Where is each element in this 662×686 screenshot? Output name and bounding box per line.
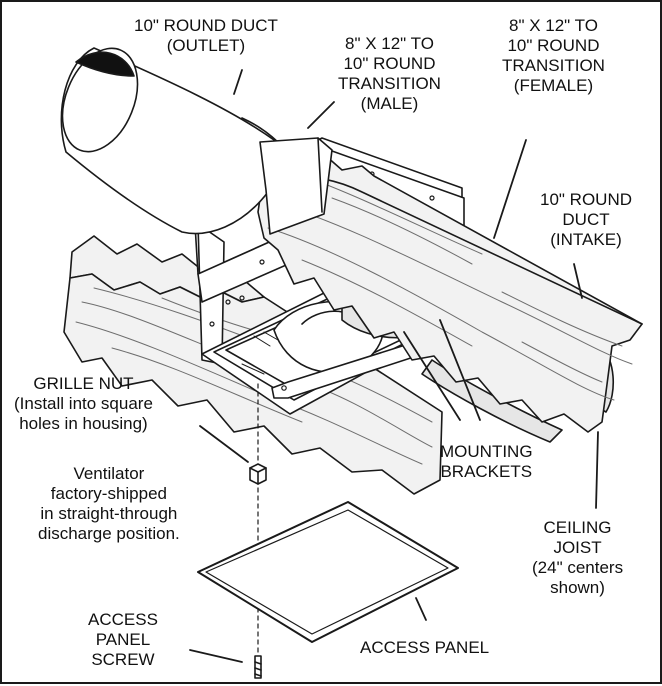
access-panel-screw-label-line: ACCESS	[88, 610, 158, 629]
mounting-brackets-label: MOUNTING BRACKETS	[440, 442, 533, 482]
male-transition-label-line: 8" X 12" TO	[345, 34, 434, 53]
access-panel-screw-label-line: SCREW	[91, 650, 155, 669]
ceiling-joist-label-line: CEILING	[543, 518, 612, 537]
male-transition-label-line: 10" ROUND	[343, 54, 436, 73]
female-transition-label-line: 10" ROUND	[507, 36, 600, 55]
grille-nut-label: GRILLE NUT (Install into square holes in…	[14, 374, 153, 434]
intake-duct-label-line: (INTAKE)	[550, 230, 622, 249]
grille-nut-label-line: (Install into square	[14, 394, 153, 413]
access-panel-screw	[254, 655, 262, 679]
access-panel-label: ACCESS PANEL	[360, 638, 489, 658]
ventilator-note-line: discharge position.	[38, 524, 180, 543]
mounting-brackets-label-line: BRACKETS	[440, 462, 533, 481]
outlet-duct-label-line: (OUTLET)	[166, 36, 246, 55]
mounting-brackets-label-line: MOUNTING	[440, 442, 533, 461]
grille-nut-label-line: GRILLE NUT	[33, 374, 134, 393]
female-transition-label-line: 8" X 12" TO	[509, 16, 598, 35]
grille-nut-label-line: holes in housing)	[19, 414, 148, 433]
intake-duct-label: 10" ROUND DUCT (INTAKE)	[540, 190, 632, 250]
duct-opening-shading	[75, 51, 135, 77]
female-transition-label-line: (FEMALE)	[513, 76, 594, 95]
female-transition-label-line: TRANSITION	[502, 56, 605, 75]
ventilator-note: Ventilator factory-shipped in straight-t…	[38, 464, 180, 544]
male-transition-label-line: TRANSITION	[338, 74, 441, 93]
female-transition-label: 8" X 12" TO 10" ROUND TRANSITION (FEMALE…	[502, 16, 605, 96]
outlet-duct-label-line: 10" ROUND DUCT	[134, 16, 278, 35]
leader-lines	[189, 69, 599, 663]
outlet-round-duct	[60, 47, 315, 235]
ventilator-note-line: factory-shipped	[50, 484, 167, 503]
male-transition	[259, 137, 333, 235]
access-panel-screw-label-line: PANEL	[95, 630, 151, 649]
ceiling-joist-label-line: shown)	[550, 578, 605, 597]
intake-duct-label-line: 10" ROUND	[540, 190, 632, 209]
ceiling-joist-label-line: JOIST	[553, 538, 602, 557]
male-transition-label-line: (MALE)	[360, 94, 419, 113]
access-panel-label-line: ACCESS PANEL	[360, 638, 490, 657]
outlet-duct-label: 10" ROUND DUCT (OUTLET)	[134, 16, 278, 56]
access-panel	[197, 501, 459, 643]
ventilator-note-line: Ventilator	[73, 464, 145, 483]
ceiling-joist-label-line: (24" centers	[532, 558, 624, 577]
grille-nut	[249, 463, 267, 485]
intake-duct-label-line: DUCT	[562, 210, 610, 229]
ceiling-joist-label: CEILING JOIST (24" centers shown)	[532, 518, 623, 598]
access-panel-screw-label: ACCESS PANEL SCREW	[88, 610, 158, 670]
ventilator-note-line: in straight-through	[40, 504, 178, 523]
male-transition-label: 8" X 12" TO 10" ROUND TRANSITION (MALE)	[338, 34, 441, 114]
